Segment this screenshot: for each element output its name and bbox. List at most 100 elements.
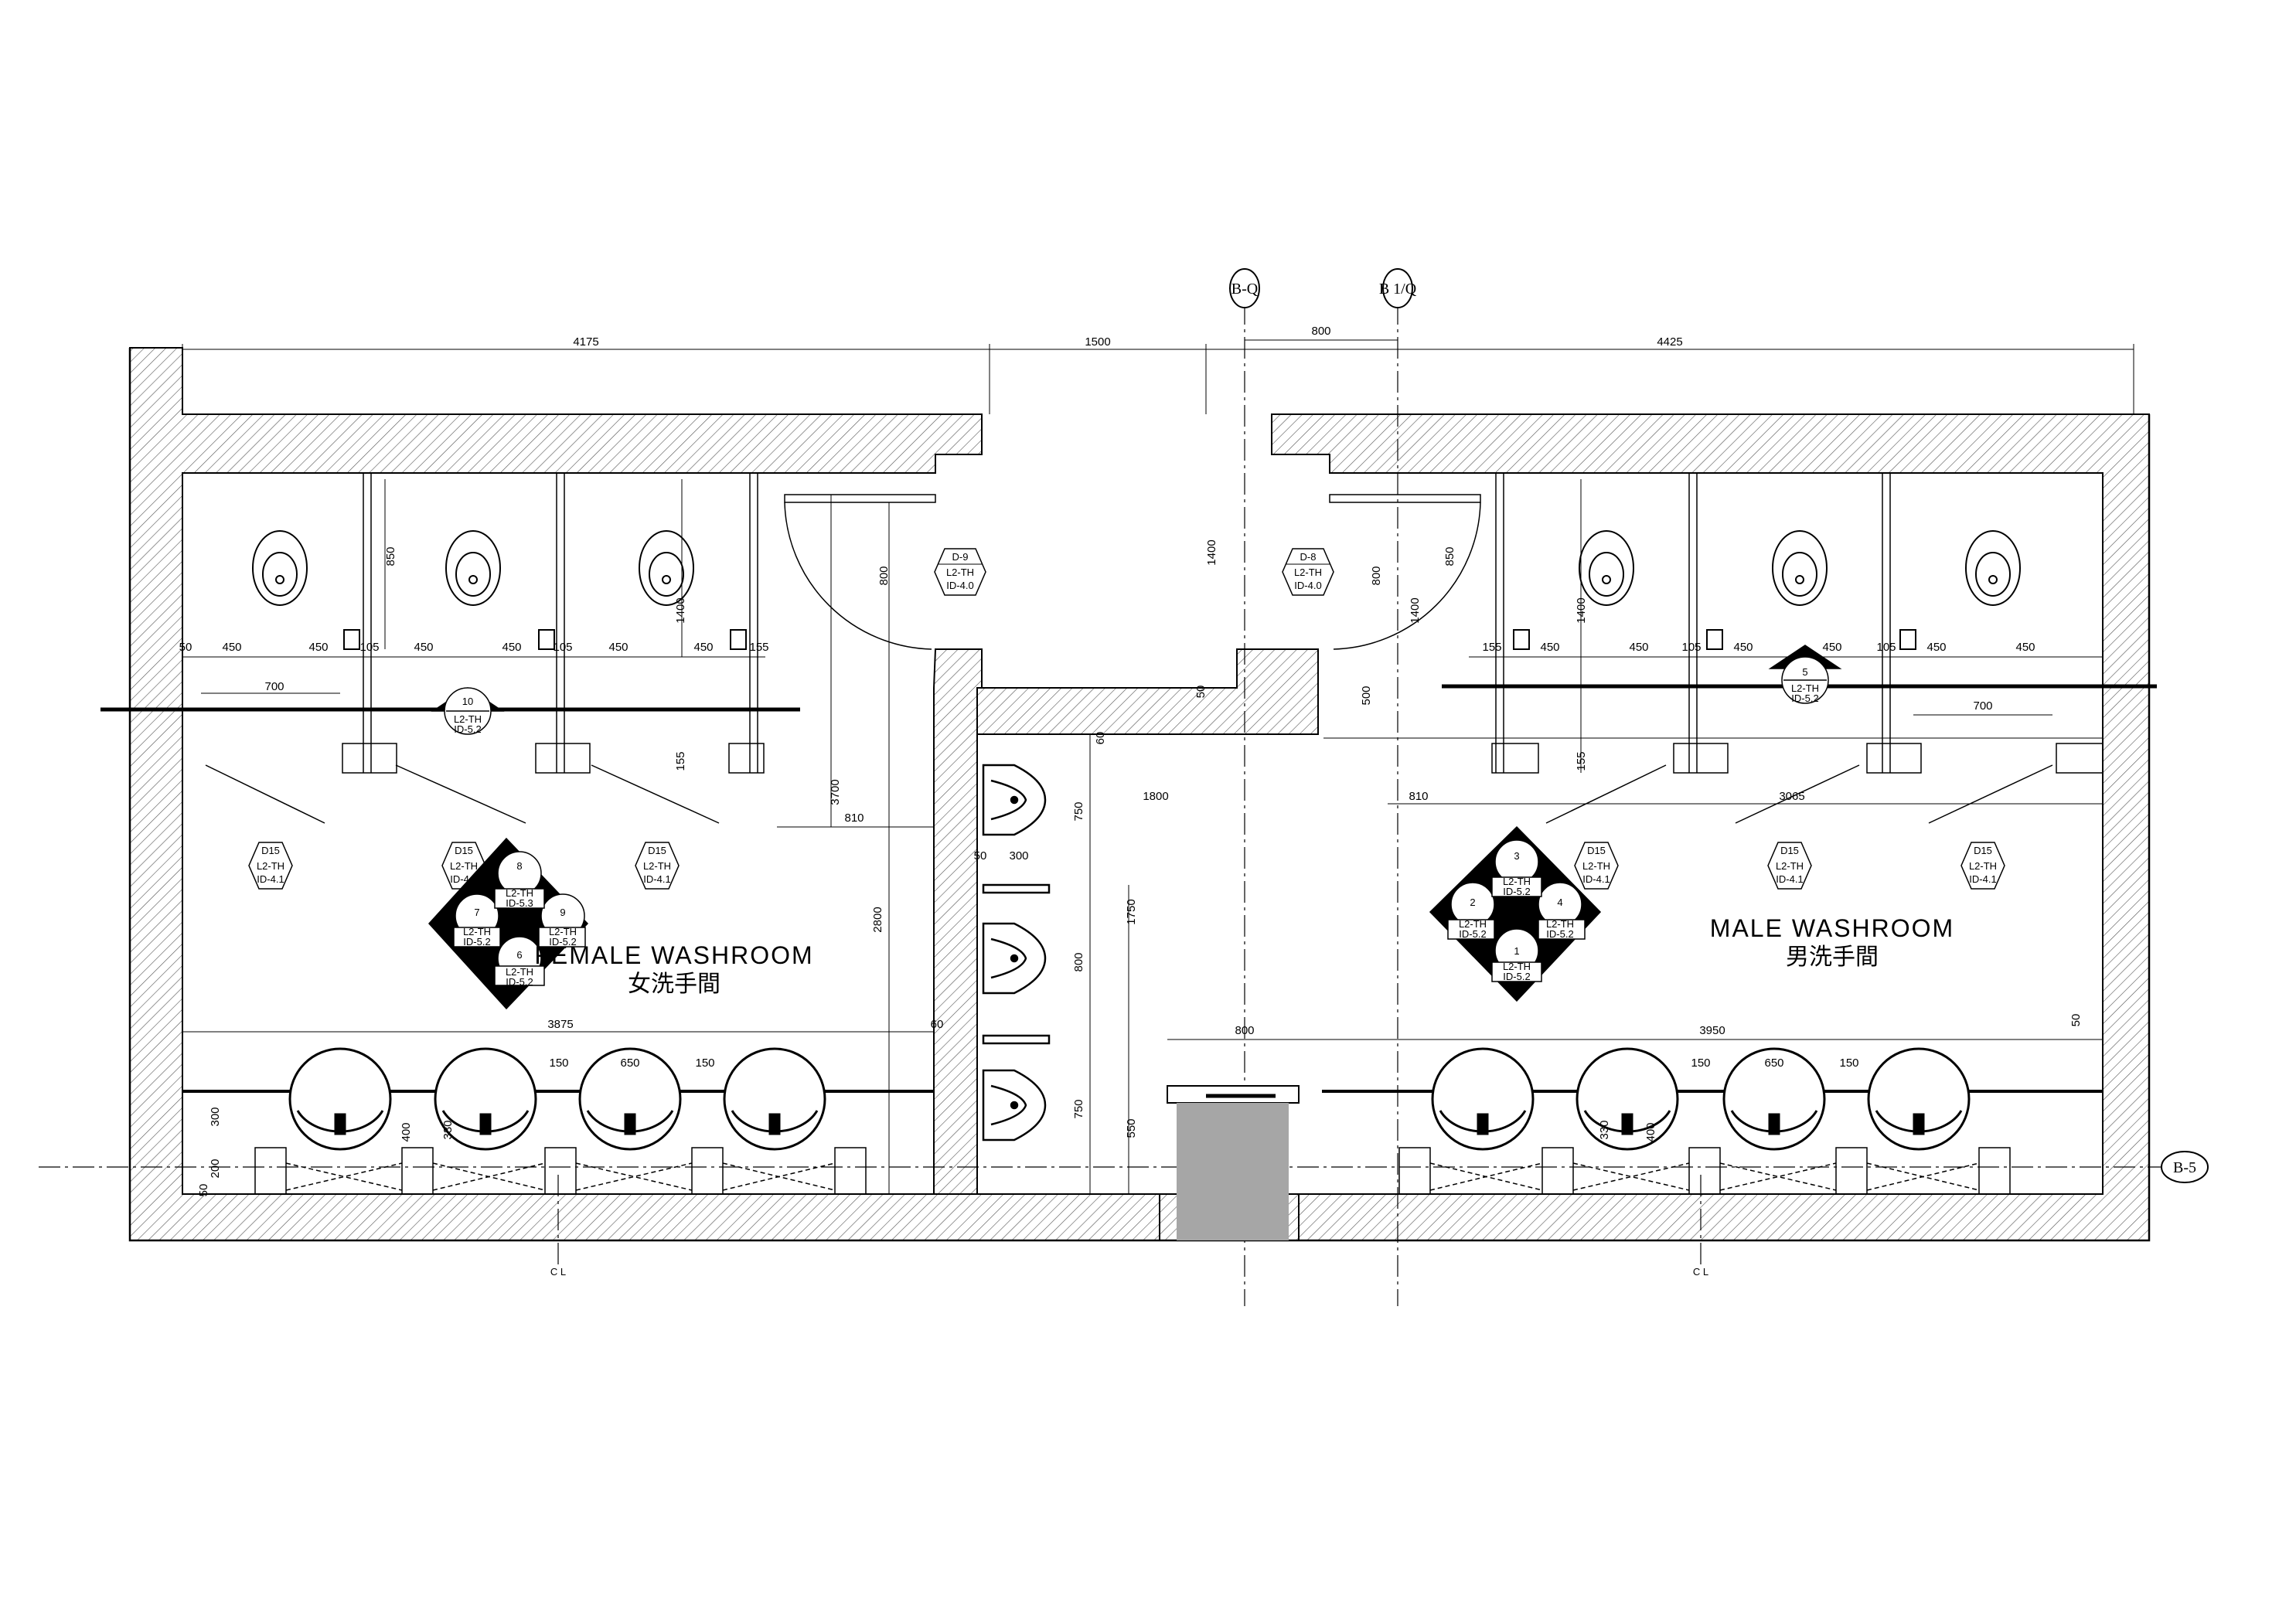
door-tag-d9 (934, 548, 986, 596)
central-wall-left (933, 648, 983, 1195)
male-door-tags (1574, 842, 2005, 890)
dim-810: 810 (844, 812, 864, 825)
elevation-level: L2-TH (1503, 961, 1531, 972)
paper-holder-icon (1899, 629, 1916, 650)
dim-155: 155 (674, 751, 687, 771)
urinal-screen (982, 1034, 1051, 1045)
dim-3950: 3950 (1699, 1024, 1725, 1037)
dim-150: 150 (695, 1056, 714, 1070)
dim-200: 200 (209, 1159, 222, 1178)
paper-holder-icon (1706, 629, 1723, 650)
male-cubicle-partitions (1491, 473, 2104, 824)
door-tag-d8-ref: ID-4.0 (1294, 580, 1321, 591)
grid-label-b1q: B 1/Q (1379, 281, 1417, 298)
dim-450: 450 (1822, 641, 1841, 654)
elevation-number-9: 9 (560, 907, 565, 918)
grid-bubble-b1q (1382, 268, 1413, 308)
door-tag-l2th: L2-TH (1969, 860, 1997, 872)
paper-holder-icon (343, 629, 360, 650)
dim-500: 500 (1360, 686, 1373, 705)
door-tag-d8 (1282, 548, 1334, 596)
door-tag-d9-ref: ID-4.0 (946, 580, 973, 591)
dim-50: 50 (1194, 686, 1208, 699)
dim-330: 330 (1598, 1120, 1611, 1139)
grid-label-b5: B-5 (2173, 1159, 2196, 1176)
urinals (982, 764, 1051, 1142)
male-basins (1431, 1047, 1971, 1151)
dim-1400: 1400 (1575, 597, 1588, 623)
elevation-number-1: 1 (1514, 945, 1519, 957)
basin-icon (723, 1047, 826, 1151)
female-basins (288, 1047, 826, 1151)
elevation-level: L2-TH (506, 887, 533, 899)
elevation-number-6: 6 (516, 949, 522, 961)
dim-400: 400 (400, 1122, 413, 1142)
toilet-icon (1772, 530, 1828, 606)
elevation-level: L2-TH (1546, 918, 1574, 930)
dim-450: 450 (1926, 641, 1946, 654)
dim-400: 400 (1644, 1122, 1657, 1142)
top-dimension-line (182, 339, 2134, 414)
dim-50: 50 (974, 849, 987, 863)
dim-2800: 2800 (871, 907, 884, 932)
dim-450: 450 (693, 641, 713, 654)
dim-850: 850 (384, 546, 397, 566)
elevation-ref: ID-5.3 (506, 897, 533, 909)
elevation-marker-level: L2-TH (454, 713, 482, 725)
dim-top-right: 4425 (1657, 335, 1682, 349)
dim-155: 155 (1482, 641, 1501, 654)
dim-105: 105 (553, 641, 572, 654)
door-tag-l2th: L2-TH (257, 860, 284, 872)
dim-155: 155 (1575, 751, 1588, 771)
door-tag-l2th: L2-TH (450, 860, 478, 872)
urinal-screen (982, 883, 1051, 894)
dim-800: 800 (1370, 566, 1383, 585)
door-tag-ref: ID-4.1 (257, 873, 284, 885)
basin-icon (434, 1047, 537, 1151)
elevation-number-3: 3 (1514, 850, 1519, 862)
female-room-label: FEMALE WASHROOM (534, 941, 813, 969)
door-tag-ref: ID-4.1 (1776, 873, 1803, 885)
door-tag-d15: D15 (1974, 845, 1992, 856)
elevation-marker-level: L2-TH (1791, 682, 1819, 694)
central-wall-top (976, 648, 1319, 735)
elevation-marker-ref: ID-5.2 (1791, 692, 1818, 704)
basin-icon (1722, 1047, 1826, 1151)
dim-750: 750 (1072, 1099, 1085, 1118)
elevation-level: L2-TH (506, 966, 533, 978)
female-cubicle-partitions (205, 473, 765, 824)
dim-50: 50 (197, 1184, 210, 1197)
grid-label-bq: B-Q (1231, 281, 1259, 298)
elevation-ref: ID-5.2 (463, 936, 490, 948)
dim-450: 450 (1733, 641, 1753, 654)
door-tag-ref: ID-4.1 (1582, 873, 1610, 885)
dim-800: 800 (1235, 1024, 1254, 1037)
dim-800: 800 (1072, 952, 1085, 971)
grid-bubble-b5 (2161, 1151, 2209, 1183)
centerline-label-female: C L (550, 1266, 566, 1278)
dim-150: 150 (1839, 1056, 1858, 1070)
duct-shaft (1167, 1085, 1300, 1240)
elevation-number-7: 7 (474, 907, 479, 918)
dim-450: 450 (502, 641, 521, 654)
basin-icon (1576, 1047, 1679, 1151)
door-tag-d15: D15 (261, 845, 280, 856)
door-tag-l2th: L2-TH (1776, 860, 1804, 872)
dim-top-mid: 1500 (1085, 335, 1110, 349)
elevation-level: L2-TH (1459, 918, 1487, 930)
dim-700: 700 (1973, 699, 1992, 713)
dim-3700: 3700 (829, 779, 842, 805)
basin-icon (1431, 1047, 1535, 1151)
dim-450: 450 (608, 641, 628, 654)
elevation-level: L2-TH (463, 926, 491, 937)
door-tag-ref: ID-4.1 (643, 873, 670, 885)
dim-3065: 3065 (1779, 790, 1804, 803)
dim-105: 105 (1681, 641, 1701, 654)
dim-50: 50 (2069, 1014, 2083, 1027)
basin-icon (288, 1047, 392, 1151)
dim-700: 700 (264, 680, 284, 693)
elevation-marker-number: 10 (462, 696, 473, 707)
door-tag-d15: D15 (1780, 845, 1799, 856)
dim-50: 50 (179, 641, 192, 654)
door-tag-ref: ID-4.1 (1969, 873, 1996, 885)
